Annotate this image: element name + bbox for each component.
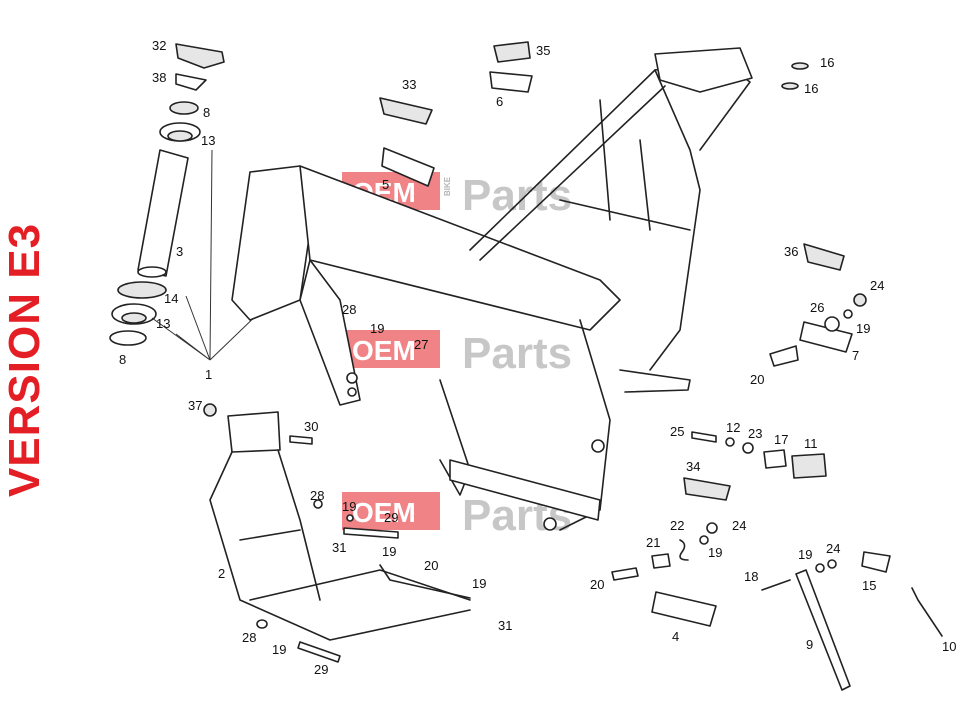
main-frame [231, 47, 753, 531]
callout-30: 30 [304, 419, 318, 434]
watermark-1-small: BIKE [443, 176, 452, 196]
callout-28-bottom: 28 [242, 630, 256, 645]
callout-4: 4 [672, 629, 679, 644]
center-stand [203, 403, 471, 663]
callout-22: 22 [670, 518, 684, 533]
callout-21: 21 [646, 535, 660, 550]
watermark-2-grey: Parts [462, 329, 572, 378]
callout-24-bottom: 24 [826, 541, 840, 556]
callout-24-top: 24 [870, 278, 884, 293]
callout-16-bottom: 16 [804, 81, 818, 96]
callout-19-bottom: 19 [272, 642, 286, 657]
callout-23: 23 [748, 426, 762, 441]
side-stand-parts [611, 431, 943, 691]
callout-13-top: 13 [201, 133, 215, 148]
callout-31-left: 31 [332, 540, 346, 555]
callout-5: 5 [382, 177, 389, 192]
callout-12: 12 [726, 420, 740, 435]
callout-14: 14 [164, 291, 178, 306]
callout-7: 7 [852, 348, 859, 363]
callout-33: 33 [402, 77, 416, 92]
callout-19-frame: 19 [370, 321, 384, 336]
callout-25: 25 [670, 424, 684, 439]
callout-20-right: 20 [750, 372, 764, 387]
callout-17: 17 [774, 432, 788, 447]
watermark-2-red: OEM [352, 335, 416, 366]
callout-16-top: 16 [820, 55, 834, 70]
callout-24-mid: 24 [732, 518, 746, 533]
callout-28-frame: 28 [342, 302, 356, 317]
callout-15: 15 [862, 578, 876, 593]
callout-numbers: 32 38 8 13 3 14 13 8 1 33 5 35 6 16 16 3… [119, 38, 956, 677]
callout-13-bottom: 13 [156, 316, 170, 331]
watermark-1-grey: Parts [462, 171, 572, 220]
callout-9: 9 [806, 637, 813, 652]
callout-29-top: 29 [384, 510, 398, 525]
callout-10: 10 [942, 639, 956, 654]
callout-3: 3 [176, 244, 183, 259]
callout-27: 27 [414, 337, 428, 352]
watermark-2: OEM Parts [342, 329, 572, 378]
steering-stem-parts [109, 43, 265, 361]
callout-18: 18 [744, 569, 758, 584]
callout-36: 36 [784, 244, 798, 259]
callout-19-stand-mid: 19 [382, 544, 396, 559]
callout-19-mid: 19 [708, 545, 722, 560]
callout-19-right: 19 [856, 321, 870, 336]
callout-8-bottom: 8 [119, 352, 126, 367]
callout-11: 11 [804, 436, 818, 451]
callout-19-stand-top: 19 [342, 499, 356, 514]
watermark-3: OEM Parts [342, 491, 572, 540]
callout-34: 34 [686, 459, 700, 474]
callout-8-top: 8 [203, 105, 210, 120]
callout-29-bottom: 29 [314, 662, 328, 677]
watermark-3-red: OEM [352, 497, 416, 528]
callout-26: 26 [810, 300, 824, 315]
callout-35: 35 [536, 43, 550, 58]
callout-19-lower-right: 19 [798, 547, 812, 562]
callout-20-lower: 20 [590, 577, 604, 592]
callout-32: 32 [152, 38, 166, 53]
footpeg-parts [379, 41, 867, 367]
callout-28-stand: 28 [310, 488, 324, 503]
callout-6: 6 [496, 94, 503, 109]
callout-2: 2 [218, 566, 225, 581]
callout-31-right: 31 [498, 618, 512, 633]
callout-1: 1 [205, 367, 212, 382]
callout-38: 38 [152, 70, 166, 85]
callout-19-stand-right: 19 [472, 576, 486, 591]
callout-37: 37 [188, 398, 202, 413]
callout-20-stand: 20 [424, 558, 438, 573]
